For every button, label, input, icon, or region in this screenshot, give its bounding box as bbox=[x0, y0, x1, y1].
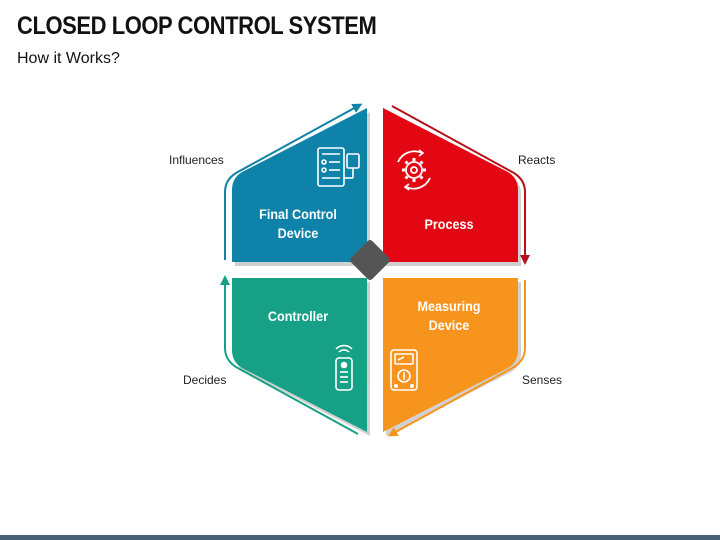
control-panel-icon bbox=[317, 147, 360, 187]
arrow-senses bbox=[387, 280, 526, 437]
controller-label: Controller bbox=[267, 308, 329, 324]
segment-final-control-device bbox=[232, 108, 367, 262]
footer-bar bbox=[0, 535, 720, 540]
process-label: Process bbox=[424, 216, 474, 232]
gear-cycle-icon bbox=[397, 149, 431, 191]
senses-label: Senses bbox=[522, 373, 563, 387]
page-subtitle: How it Works? bbox=[17, 50, 120, 67]
remote-control-icon bbox=[335, 344, 353, 391]
segment-process bbox=[383, 108, 518, 262]
decides-label: Decides bbox=[183, 373, 227, 387]
arrow-reacts bbox=[391, 105, 530, 265]
page-title: CLOSED LOOP CONTROL SYSTEM bbox=[17, 12, 377, 40]
arrow-influences bbox=[224, 103, 363, 260]
segment-controller bbox=[232, 278, 367, 432]
arrow-decides bbox=[220, 275, 359, 435]
reacts-label: Reacts bbox=[518, 153, 556, 167]
segment-measuring-device bbox=[383, 278, 518, 432]
influences-label: Influences bbox=[169, 153, 224, 167]
meter-icon bbox=[390, 349, 418, 391]
center-diamond bbox=[350, 240, 390, 280]
